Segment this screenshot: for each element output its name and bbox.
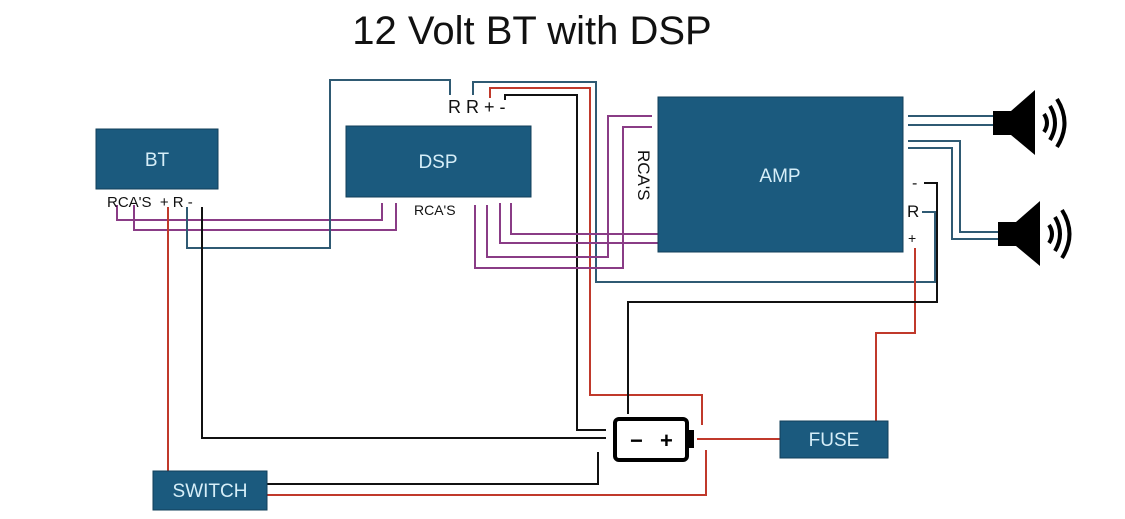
wire-bt-rca-left xyxy=(116,203,383,221)
wire-dsp-ground xyxy=(504,94,606,431)
wire-dsp-out-4 xyxy=(510,203,658,235)
amp-label: AMP xyxy=(759,166,800,187)
wire-bt-rca-right xyxy=(133,203,397,231)
bt-terminals: RCA'S + R - xyxy=(107,194,193,211)
amp-neg-label: - xyxy=(912,175,917,192)
speaker-icon xyxy=(998,201,1072,266)
wire-bt-remote xyxy=(186,79,451,249)
diagram-title: 12 Volt BT with DSP xyxy=(352,9,711,53)
wire-dsp-out-3 xyxy=(499,203,658,244)
bt-module: BT RCA'S + R - xyxy=(95,128,219,211)
amp-module: AMP RCA'S - R + xyxy=(634,96,919,253)
wire-dsp-out-2 xyxy=(486,115,652,258)
fuse-label: FUSE xyxy=(809,430,860,451)
battery-icon: − + xyxy=(613,417,694,462)
wire-amp-ground xyxy=(627,182,938,414)
switch-label: SWITCH xyxy=(173,481,248,502)
bt-label: BT xyxy=(145,150,170,171)
dsp-module: DSP R R + - RCA'S xyxy=(345,97,532,218)
fuse: FUSE xyxy=(779,420,889,459)
wire-dsp-power xyxy=(489,87,703,425)
speaker-icon xyxy=(993,90,1067,155)
dsp-top-terminals: R R + - xyxy=(448,97,506,117)
dsp-rca-label: RCA'S xyxy=(414,202,456,218)
wire-switch-ground xyxy=(267,452,599,485)
amp-pos-label: + xyxy=(908,230,916,246)
battery-pos: + xyxy=(660,428,673,453)
wire-fuse-amp xyxy=(875,248,916,421)
wire-dsp-out-1 xyxy=(474,126,652,269)
wire-switch-power xyxy=(267,450,707,496)
wire-dsp-remote-amp xyxy=(472,81,936,283)
amp-remote-label: R xyxy=(907,202,919,221)
battery-neg: − xyxy=(630,428,643,453)
amp-rca-label: RCA'S xyxy=(634,150,653,200)
dsp-label: DSP xyxy=(418,152,457,173)
switch: SWITCH xyxy=(152,470,268,511)
wire-speaker2-b xyxy=(908,147,1000,240)
wire-speaker2-a xyxy=(908,140,1000,233)
wire-bt-ground xyxy=(201,207,606,439)
